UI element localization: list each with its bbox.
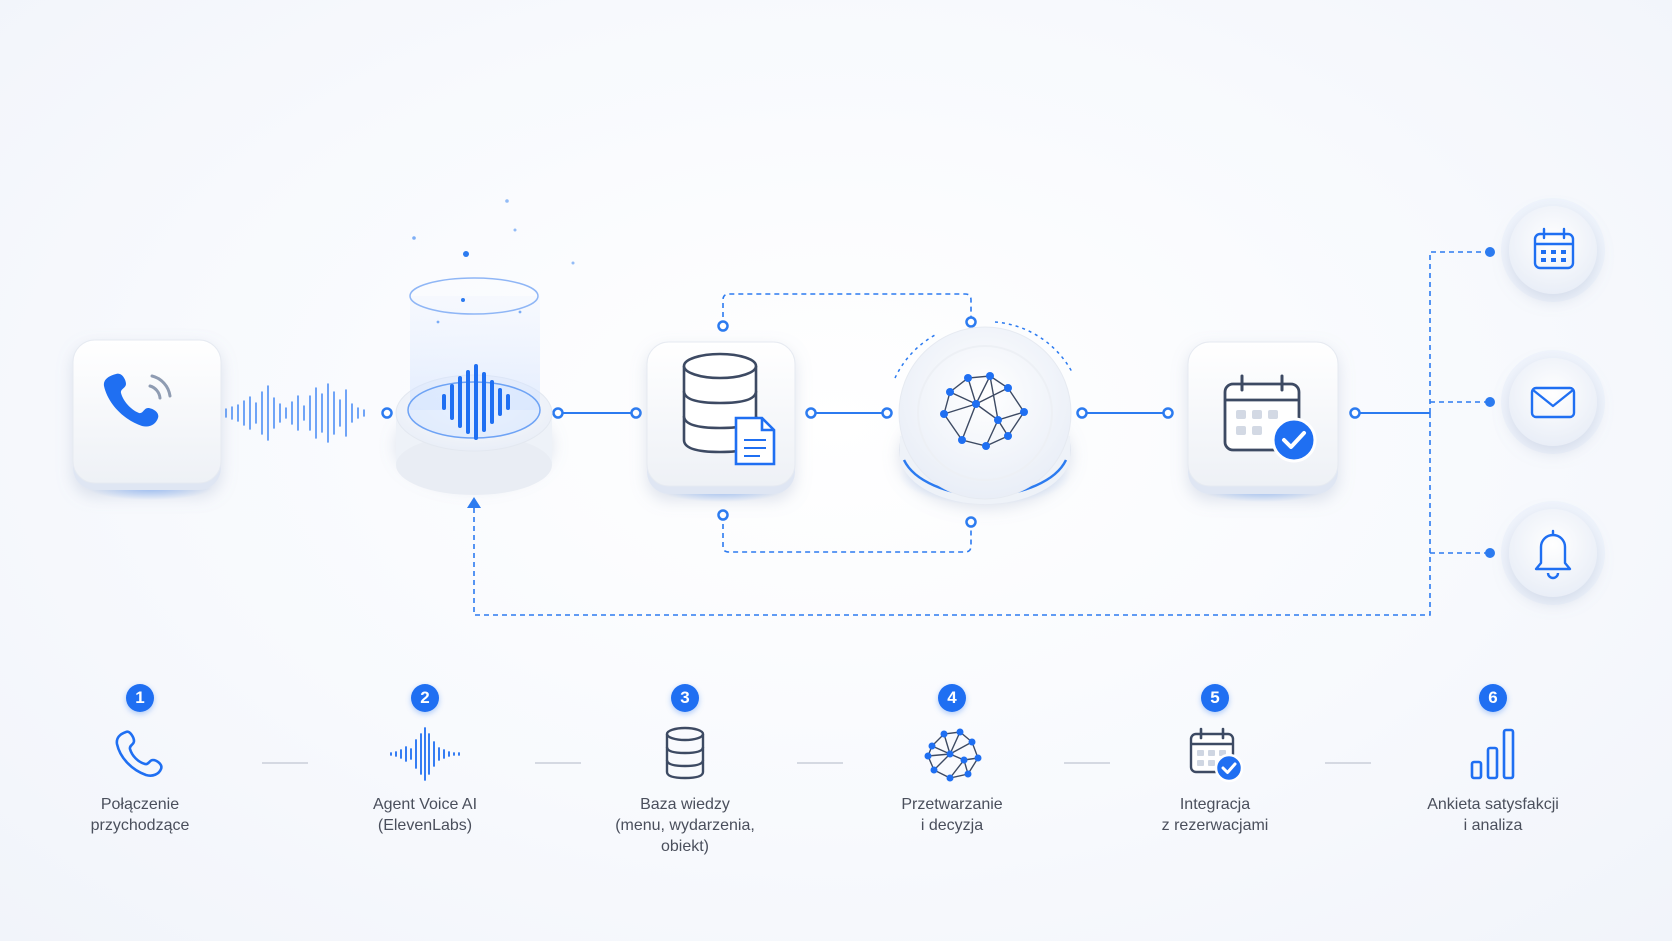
calendar-check-icon [1223, 374, 1317, 463]
step-2: 2 Agent Voice AI (ElevenLabs) [315, 684, 535, 836]
sound-wave-icon [390, 727, 460, 781]
step-6: 6 Ankieta satysfakcji i analiza [1383, 684, 1603, 836]
step-number-badge: 1 [126, 684, 154, 712]
step-label: Baza wiedzy (menu, wydarzenia, obiekt) [615, 796, 755, 855]
voice-ai-node [395, 199, 575, 495]
step-label: Połączenie przychodzące [90, 796, 190, 834]
step-number-badge: 6 [1479, 684, 1507, 712]
bell-icon [1534, 529, 1572, 580]
calendar-icon [1533, 227, 1575, 270]
step-separator [1064, 762, 1110, 764]
step-3: 3 Baza wiedzy (menu, wydarzenia, obiekt) [575, 684, 795, 857]
feedback-loop [473, 251, 1490, 616]
connector-dots [381, 316, 1361, 528]
step-separator [1325, 762, 1371, 764]
calendar-check-icon [1189, 727, 1244, 783]
output-dots [1485, 247, 1495, 558]
calendar-output [1501, 198, 1605, 302]
neural-network-nodes [940, 372, 1028, 450]
step-separator [535, 762, 581, 764]
phone-icon [115, 730, 163, 777]
phone-ringing-icon [103, 373, 172, 427]
bar-chart-icon [1470, 728, 1515, 780]
booking-node [1187, 341, 1339, 502]
knowledge-base-node [646, 341, 796, 502]
notification-output [1501, 501, 1605, 605]
sound-wave-icon [442, 364, 510, 440]
step-5: 5 Integracja z rezerwacjami [1105, 684, 1325, 836]
particles [412, 199, 575, 324]
step-separator [262, 762, 308, 764]
sound-wave-decoration [225, 383, 365, 443]
database-icon [665, 726, 705, 780]
step-label: Przetwarzanie i decyzja [901, 796, 1003, 834]
step-label: Integracja z rezerwacjami [1161, 796, 1269, 834]
processing-node [894, 321, 1073, 505]
step-1: 1 Połączenie przychodzące [30, 684, 250, 836]
neural-network-icon [924, 728, 982, 782]
envelope-icon [1530, 386, 1576, 419]
step-separator [797, 762, 843, 764]
step-label: Agent Voice AI (ElevenLabs) [372, 796, 478, 834]
step-number-badge: 2 [411, 684, 439, 712]
step-label: Ankieta satysfakcji i analiza [1427, 796, 1559, 834]
phone-node [72, 339, 222, 500]
step-number-badge: 3 [671, 684, 699, 712]
database-document-icon [682, 352, 776, 466]
step-4: 4 Przetwarzanie i decyzja [842, 684, 1062, 836]
step-number-badge: 5 [1201, 684, 1229, 712]
feedback-arrow [467, 497, 481, 508]
step-number-badge: 4 [938, 684, 966, 712]
email-output [1501, 350, 1605, 454]
